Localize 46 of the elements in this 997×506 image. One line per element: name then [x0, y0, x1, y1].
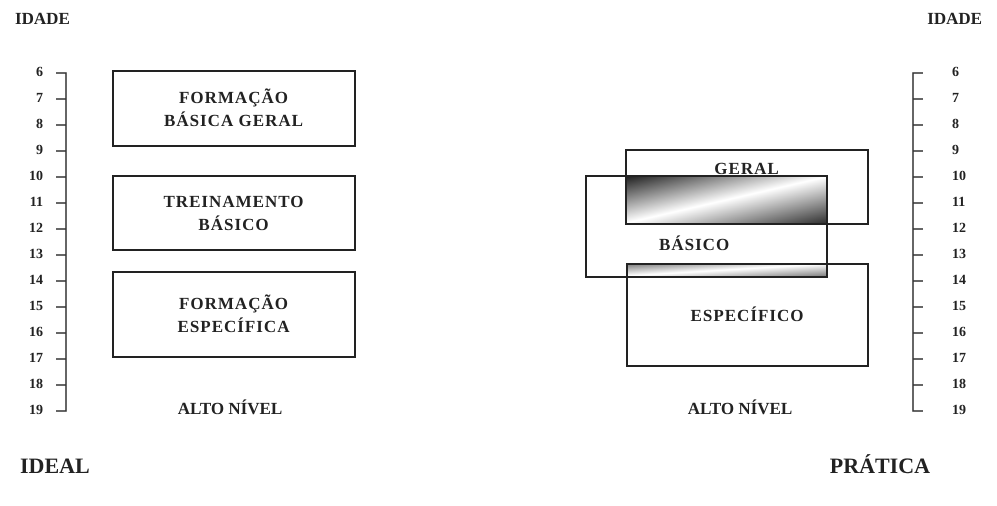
box-label: BÁSICO [659, 234, 730, 256]
tick-label: 6 [952, 66, 959, 80]
tick-label: 17 [29, 352, 43, 366]
tick-label: 15 [952, 300, 966, 314]
panel-title: PRÁTICA [830, 455, 930, 477]
tick-label: 19 [952, 404, 966, 418]
axis-title: IDADE [927, 10, 982, 26]
tick-label: 12 [952, 222, 966, 236]
tick-label: 8 [36, 118, 43, 132]
tick-label: 12 [29, 222, 43, 236]
stage-box [626, 263, 869, 367]
box-label: FORMAÇÃO BÁSICA GERAL [162, 86, 305, 132]
tick-label: 9 [36, 144, 43, 158]
tick-label: 11 [30, 196, 43, 210]
stage-box [625, 149, 869, 225]
tick-label: 13 [952, 248, 966, 262]
tick-label: 9 [952, 144, 959, 158]
tick-label: 7 [952, 92, 959, 106]
box-label: GERAL [714, 158, 780, 180]
box-label: FORMAÇÃO ESPECÍFICA [176, 292, 292, 338]
box-label: ESPECÍFICO [690, 304, 804, 326]
tick-label: 7 [36, 92, 43, 106]
tick-label: 14 [952, 274, 966, 288]
tick-label: 11 [952, 196, 966, 210]
level-label: ALTO NÍVEL [686, 400, 794, 416]
tick-label: 19 [29, 404, 43, 418]
tick-label: 17 [952, 352, 966, 366]
tick-label: 14 [29, 274, 43, 288]
level-label: ALTO NÍVEL [176, 400, 284, 416]
tick-label: 18 [952, 378, 966, 392]
tick-label: 13 [29, 248, 43, 262]
tick-label: 16 [952, 326, 966, 340]
tick-label: 8 [952, 118, 959, 132]
tick-label: 10 [29, 170, 43, 184]
panel-title: IDEAL [20, 455, 90, 477]
box-label: TREINAMENTO BÁSICO [162, 191, 306, 236]
tick-label: 18 [29, 378, 43, 392]
tick-label: 15 [29, 300, 43, 314]
tick-label: 10 [952, 170, 966, 184]
stage-box [112, 70, 356, 147]
stage-box [112, 271, 356, 358]
tick-label: 6 [36, 66, 43, 80]
stage-box [585, 175, 828, 278]
axis-title: IDADE [15, 10, 70, 26]
stage-box [112, 175, 356, 251]
tick-label: 16 [29, 326, 43, 340]
